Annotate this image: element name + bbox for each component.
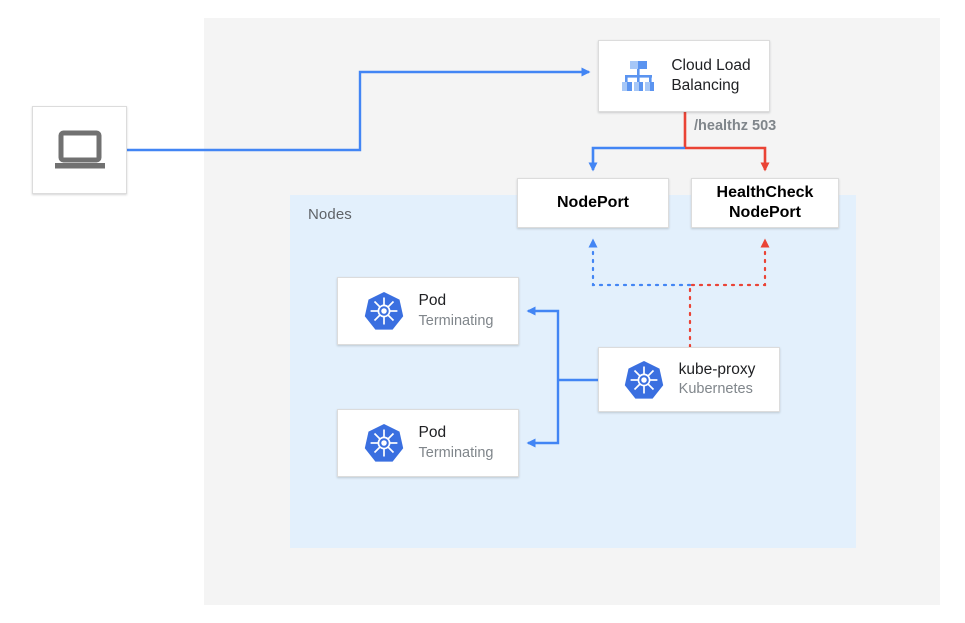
- pod-node-2-status: Terminating: [418, 444, 494, 461]
- healthcheck-nodeport-label-line2: NodePort: [728, 204, 801, 221]
- cloud-load-balancing-icon: [617, 56, 657, 96]
- kube-proxy-node[interactable]: kube-proxy Kubernetes: [598, 347, 780, 412]
- nodeport-node[interactable]: NodePort: [517, 178, 669, 228]
- cloud-load-balancing-text: Cloud Load Balancing: [671, 56, 750, 97]
- kube-proxy-subtitle: Kubernetes: [678, 381, 753, 398]
- cloud-load-balancing-title: Cloud Load: [671, 56, 751, 74]
- pod-node-2-title: Pod: [418, 424, 447, 442]
- nodes-panel-label: Nodes: [308, 206, 352, 223]
- kube-proxy-title: kube-proxy: [678, 360, 756, 378]
- cloud-load-balancing-title-line2: Balancing: [671, 77, 740, 94]
- kube-proxy-text: kube-proxy Kubernetes: [679, 360, 756, 400]
- healthcheck-nodeport-node[interactable]: HealthCheck NodePort: [691, 178, 839, 228]
- healthz-status-label: /healthz 503: [694, 118, 777, 134]
- healthcheck-nodeport-label-line1: HealthCheck: [716, 184, 814, 201]
- nodeport-label: NodePort: [557, 194, 629, 211]
- laptop-icon: [52, 128, 108, 172]
- kubernetes-icon: [363, 422, 405, 464]
- pod-node-1-title: Pod: [418, 292, 447, 310]
- kubernetes-icon: [623, 359, 665, 401]
- pod-node-1-text: Pod Terminating: [419, 291, 494, 331]
- healthcheck-nodeport-text: HealthCheck NodePort: [717, 183, 814, 223]
- pod-node-1[interactable]: Pod Terminating: [337, 277, 519, 345]
- pod-node-1-status: Terminating: [418, 312, 494, 329]
- client-node[interactable]: [32, 106, 127, 194]
- pod-node-2-text: Pod Terminating: [419, 423, 494, 463]
- pod-node-2[interactable]: Pod Terminating: [337, 409, 519, 477]
- cloud-load-balancing-node[interactable]: Cloud Load Balancing: [598, 40, 770, 112]
- kubernetes-icon: [363, 290, 405, 332]
